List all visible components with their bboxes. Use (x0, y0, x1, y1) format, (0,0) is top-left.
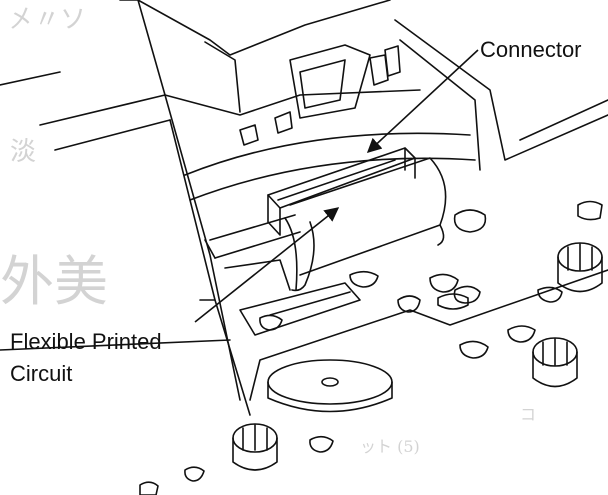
bleed-through-marks: 㐅〃ソ 淡 外美 ット (5) コ (0, 5, 536, 456)
svg-text:コ: コ (520, 405, 536, 424)
svg-text:㐅〃ソ: 㐅〃ソ (8, 5, 86, 35)
boss-lower (232, 423, 278, 471)
svg-text:ット (5): ット (5) (360, 437, 420, 456)
connector-arrow-icon (366, 49, 479, 153)
svg-text:淡: 淡 (10, 137, 36, 167)
boss-right (557, 242, 603, 293)
fpc-label-line2: Circuit (10, 361, 72, 386)
boss-middle (532, 337, 578, 388)
connector-label: Connector (480, 37, 582, 62)
fpc-label-line1: Flexible Printed (10, 329, 162, 354)
svg-text:外美: 外美 (0, 250, 108, 313)
fpc-arrow-icon (194, 207, 340, 323)
